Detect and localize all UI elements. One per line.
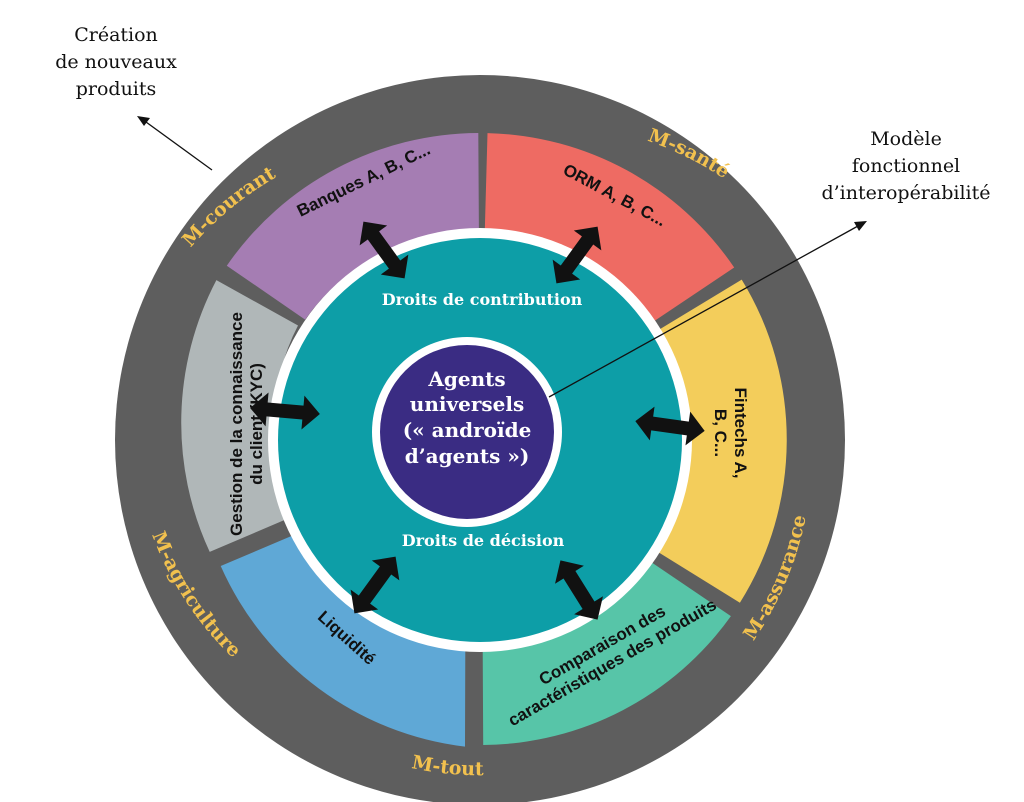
segment-kyc[interactable]: [181, 280, 298, 552]
arrow-orm: [552, 226, 602, 284]
callout-line-creation: [145, 121, 213, 171]
segment-orm[interactable]: [484, 133, 735, 322]
core-label-2: universels: [410, 392, 524, 416]
segment-comparaison[interactable]: [482, 562, 731, 745]
callout-arrowhead-creation: [137, 116, 150, 126]
segment-liquidite[interactable]: [220, 532, 466, 747]
arrow-banques: [359, 221, 409, 279]
callout-modele-2: fonctionnel: [852, 155, 960, 177]
callout-arrowhead-modele: [854, 221, 867, 231]
core-label-1: Agents: [427, 367, 505, 391]
segment-banques[interactable]: [226, 133, 479, 320]
arrow-liquidite: [350, 556, 400, 614]
callout-creation-3: produits: [76, 78, 157, 100]
segment-label-fintechs-2: B, C...: [711, 409, 730, 457]
arrow-fintechs: [635, 406, 705, 446]
core-circle[interactable]: [380, 345, 554, 519]
core-label-4: d’agents »): [405, 444, 530, 468]
callout-creation-1: Création: [74, 24, 158, 46]
arrow-comparaison: [555, 560, 603, 620]
callout-creation-2: de nouveaux: [55, 51, 177, 73]
segment-fintechs[interactable]: [657, 279, 787, 603]
segment-label-kyc-1: Gestion de la connaissance: [227, 312, 246, 536]
label-droits-contribution: Droits de contribution: [382, 290, 583, 309]
callout-modele-3: d’interopérabilité: [821, 182, 990, 204]
callout-line-modele: [548, 225, 859, 398]
segment-label-kyc-2: du client (KYC): [247, 363, 266, 485]
core-label-3: (« androïde: [403, 418, 532, 442]
arrow-kyc: [250, 392, 320, 430]
segment-label-fintechs-1: Fintechs A,: [731, 388, 750, 479]
callout-modele-1: Modèle: [870, 128, 942, 150]
label-droits-decision: Droits de décision: [402, 531, 565, 550]
